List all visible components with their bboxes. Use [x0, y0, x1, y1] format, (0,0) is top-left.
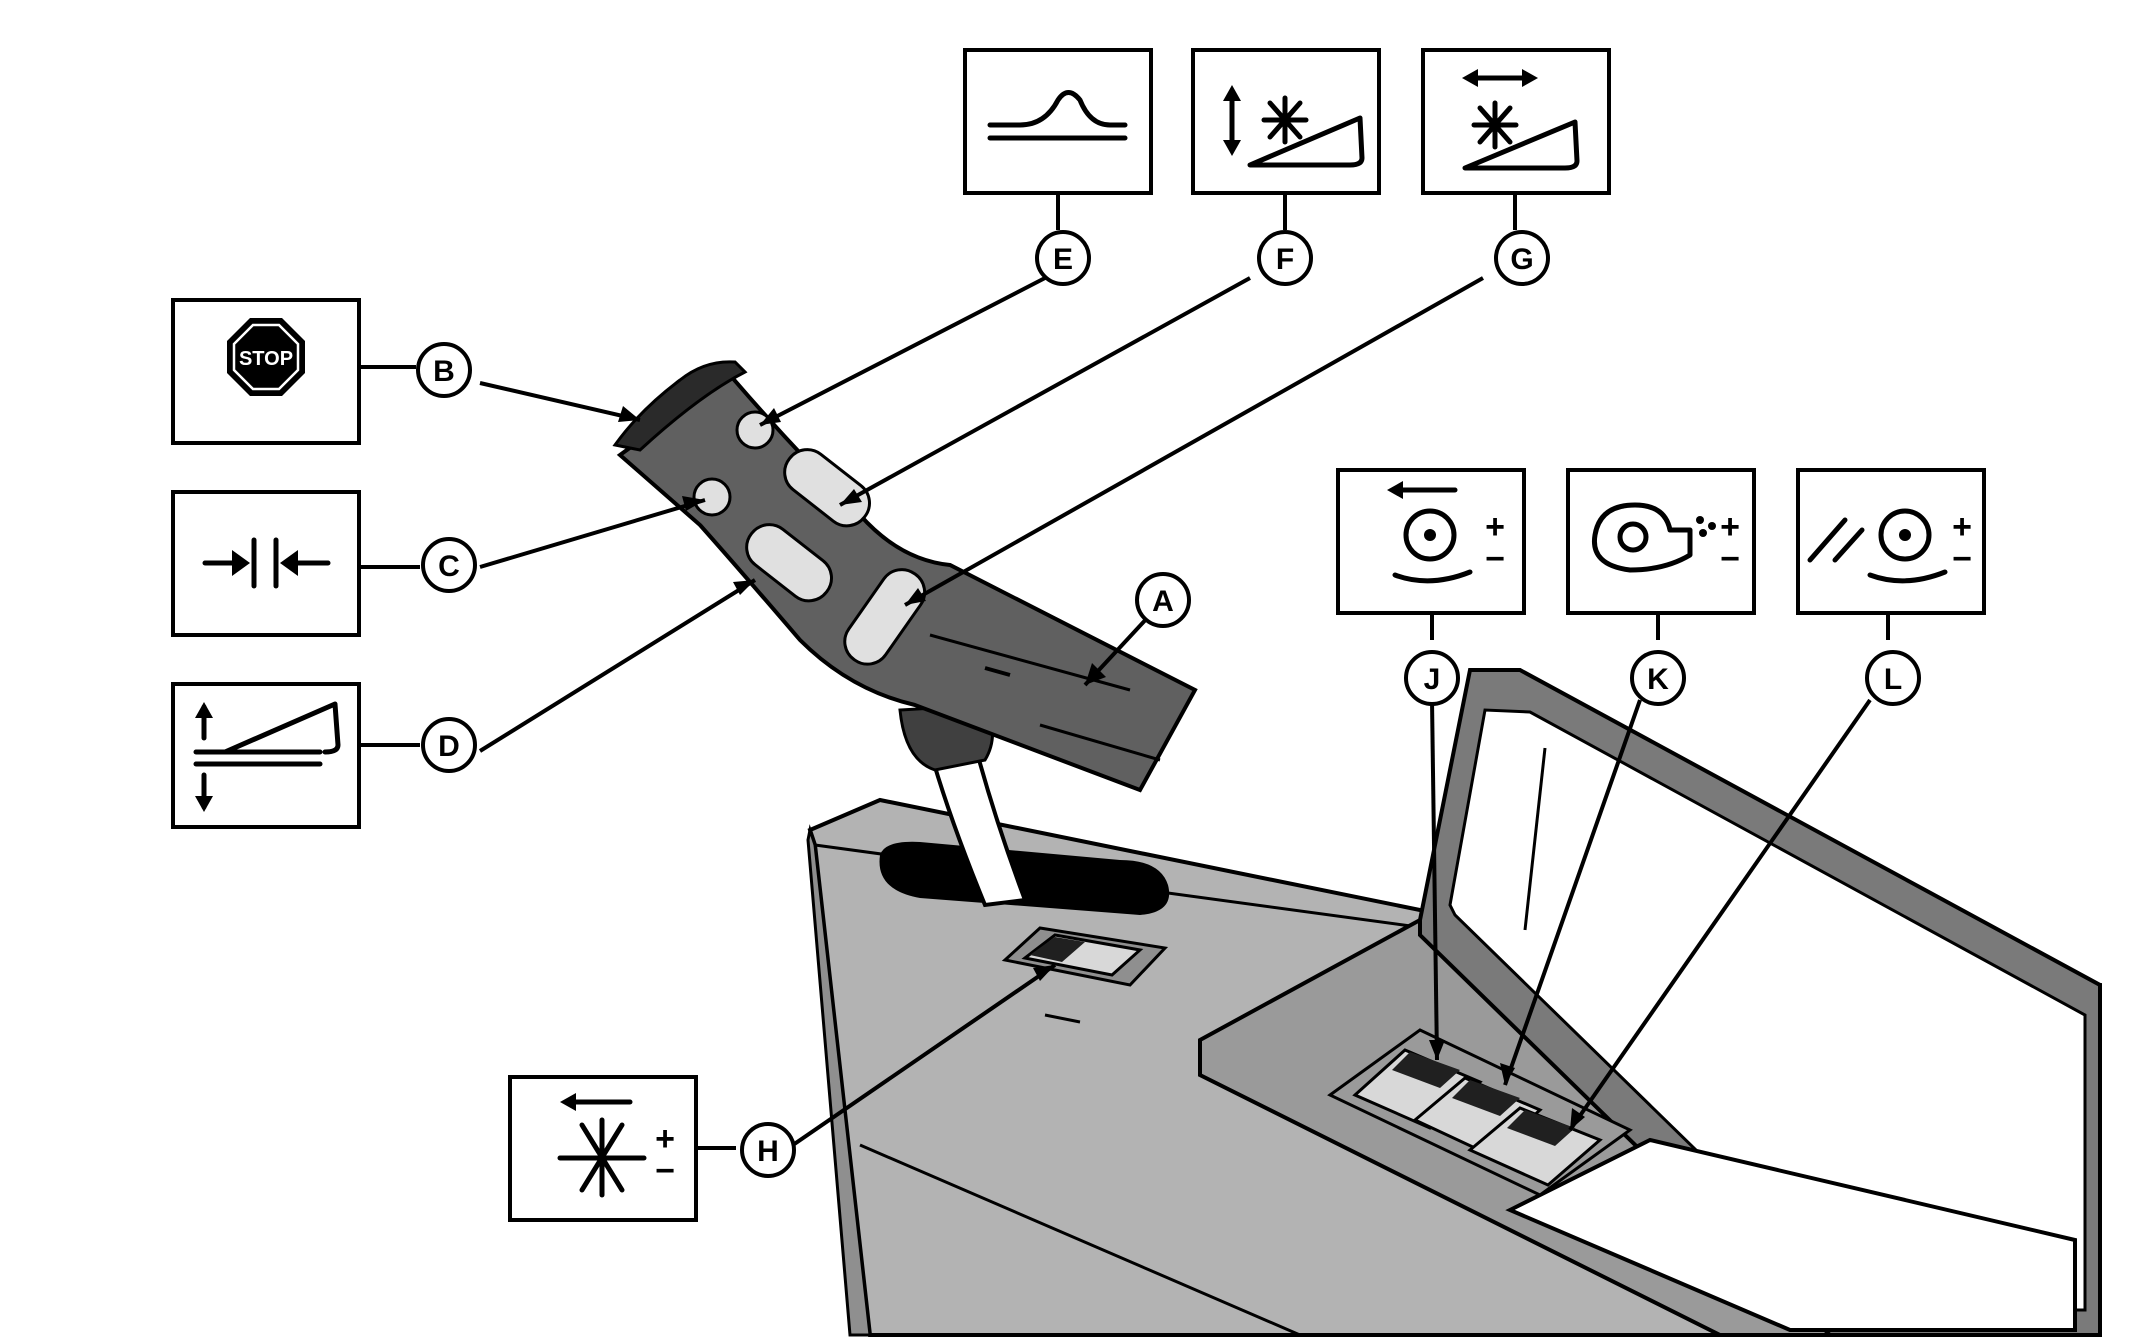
header-raise-lower-icon [193, 701, 341, 812]
callout-f: F [1257, 230, 1313, 286]
lever-groove-3 [1039, 723, 1161, 762]
plus-sign: + [655, 1120, 675, 1158]
multifunction-lever[interactable] [612, 360, 1198, 908]
symbol-box-e [963, 48, 1153, 195]
symbol-box-b: STOP [171, 298, 361, 445]
svg-text:G: G [1510, 243, 1533, 276]
feeder-speed-switch[interactable] [1467, 1106, 1603, 1187]
symbol-box-k: + − [1566, 468, 1756, 615]
header-float-compress-icon [202, 537, 331, 589]
callout-h: H [740, 1122, 796, 1178]
arrowheads [618, 406, 1585, 1130]
slot-mark [1044, 1013, 1081, 1024]
feeder-speed-icon: + − [1807, 508, 1972, 584]
symbol-box-f [1191, 48, 1381, 195]
reel-speed-icon: + − [557, 1093, 675, 1198]
reel-raise-lower-icon [1223, 85, 1365, 168]
minus-sign-j: − [1485, 540, 1505, 578]
console-crease [859, 1143, 1301, 1337]
plus-sign-l: + [1952, 508, 1972, 546]
callout-d: D [421, 717, 477, 773]
header-contour-icon [987, 90, 1128, 141]
callout-a: A [1135, 572, 1191, 628]
console-side [806, 824, 872, 1337]
display-lower-slot [1505, 1137, 2077, 1332]
minus-sign-l: − [1952, 540, 1972, 578]
svg-text:E: E [1053, 243, 1073, 276]
leader-lines [360, 195, 1890, 1150]
lever-shaft [927, 742, 1028, 908]
float-compress-button[interactable] [692, 477, 732, 517]
display-divider [1523, 747, 1547, 931]
svg-text:A: A [1152, 585, 1174, 618]
reel-fore-aft-button[interactable] [836, 561, 933, 673]
callout-l: L [1865, 650, 1921, 706]
minus-sign-k: − [1720, 540, 1740, 578]
plus-sign-k: + [1720, 508, 1740, 546]
fan-speed-icon: + − [1591, 502, 1740, 578]
callout-k: K [1630, 650, 1686, 706]
callout-c: C [421, 537, 477, 593]
callout-b: B [416, 342, 472, 398]
callout-j: J [1404, 650, 1460, 706]
symbol-box-l: + − [1796, 468, 1986, 615]
symbol-box-j: + − [1336, 468, 1526, 615]
callout-g: G [1494, 230, 1550, 286]
symbol-box-c [171, 490, 361, 637]
lever-slot [879, 841, 1170, 915]
lever-top-cap [612, 360, 748, 452]
lever-groove-1 [929, 633, 1131, 692]
svg-text:L: L [1884, 663, 1902, 696]
stop-sign-icon: STOP [227, 318, 305, 396]
reel-raise-lower-button[interactable] [776, 441, 879, 535]
svg-text:C: C [438, 550, 460, 583]
svg-text:F: F [1276, 243, 1294, 276]
reel-speed-switch-dark [1030, 937, 1085, 962]
symbol-box-g [1421, 48, 1611, 195]
svg-text:B: B [433, 355, 455, 388]
header-raise-lower-button[interactable] [738, 516, 841, 610]
svg-text:D: D [438, 730, 460, 763]
symbol-box-h: + − [508, 1075, 698, 1222]
svg-text:K: K [1647, 663, 1669, 696]
threshing-speed-icon: + − [1387, 481, 1505, 584]
operator-console [806, 668, 2102, 1337]
callout-e: E [1035, 230, 1091, 286]
symbol-box-d [171, 682, 361, 829]
reel-fore-aft-icon [1462, 69, 1580, 171]
plus-sign-j: + [1485, 508, 1505, 546]
minus-sign: − [655, 1152, 675, 1190]
stop-text: STOP [239, 348, 293, 370]
svg-text:J: J [1424, 663, 1441, 696]
svg-text:H: H [757, 1135, 779, 1168]
lever-groove-2 [984, 666, 1011, 677]
display-screen [1448, 708, 2087, 1312]
